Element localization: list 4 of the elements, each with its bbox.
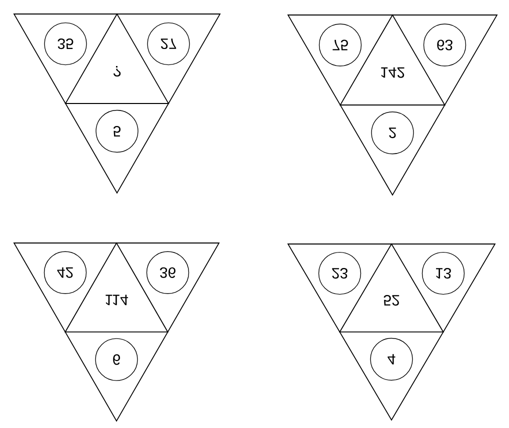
center-number: ? (113, 66, 121, 76)
center-number: 52 (384, 295, 400, 306)
center-number: 142 (381, 67, 404, 78)
center-number: 114 (106, 294, 128, 306)
